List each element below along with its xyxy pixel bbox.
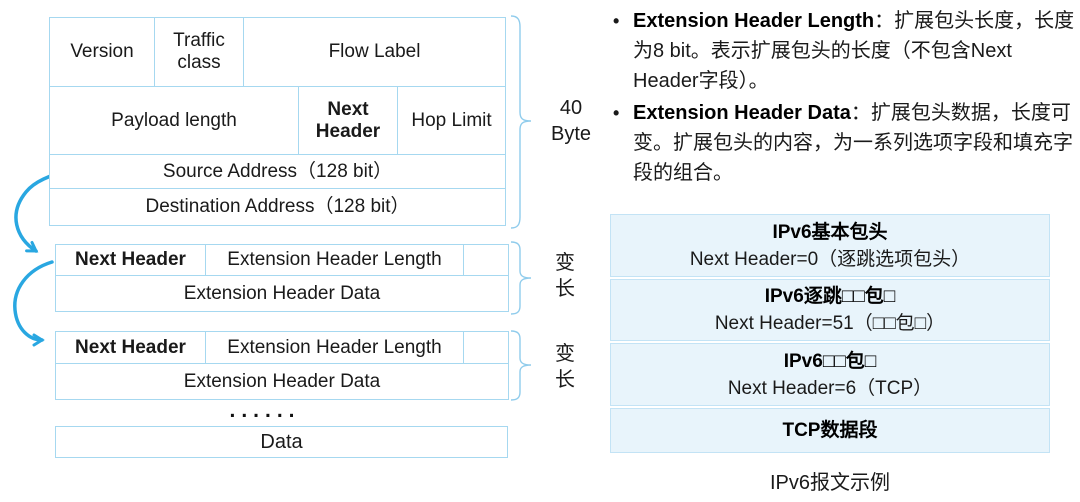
traffic-class-cell: Traffic class bbox=[154, 17, 244, 87]
destination-address-cell: Destination Address（128 bit） bbox=[48, 188, 507, 226]
variable-length-label-1: 变 长 bbox=[555, 252, 575, 300]
ext2-next-header-cell: Next Header bbox=[55, 331, 206, 364]
panel-row-basic-header: IPv6基本包头 Next Header=0（逐跳选项包头） bbox=[610, 214, 1050, 277]
panel-row-subtitle: Next Header=6（TCP） bbox=[727, 377, 933, 399]
source-address-cell: Source Address（128 bit） bbox=[48, 154, 507, 189]
brace-40-byte bbox=[510, 15, 532, 229]
bullet-text: Extension Header Data：扩展包头数据，长度可变。扩展包头的内… bbox=[633, 98, 1075, 188]
payload-length-cell: Payload length bbox=[49, 86, 299, 155]
hop-limit-cell: Hop Limit bbox=[396, 86, 507, 155]
ellipsis-dots: ...... bbox=[229, 399, 301, 422]
ext1-data-cell: Extension Header Data bbox=[55, 275, 509, 312]
ext1-next-header-cell: Next Header bbox=[55, 244, 206, 276]
variable-length-label-2: 变 长 bbox=[555, 343, 575, 391]
ext1-length-cell: Extension Header Length bbox=[205, 244, 464, 276]
extension-header-block-2: Next Header Extension Header Length Exte… bbox=[55, 331, 509, 400]
brace-variable-length-1 bbox=[510, 241, 532, 315]
bullet-extension-header-length: • Extension Header Length：扩展包头长度，长度为8 bi… bbox=[613, 6, 1075, 96]
panel-row-title: IPv6□□包□ bbox=[783, 350, 877, 372]
bullet-desc: ：扩展包头长度，长度为8 bit。表示扩展包头的长度（不包含Next Heade… bbox=[633, 10, 1075, 92]
panel-row-auth-header: IPv6□□包□ Next Header=6（TCP） bbox=[610, 343, 1050, 406]
panel-row-title: IPv6逐跳□□包□ bbox=[764, 286, 896, 307]
bullet-extension-header-data: • Extension Header Data：扩展包头数据，长度可变。扩展包头… bbox=[613, 98, 1075, 188]
panel-row-subtitle: Next Header=51（□□包□） bbox=[714, 313, 946, 334]
ext1-spacer-cell bbox=[463, 244, 509, 276]
bullet-term: Extension Header Data bbox=[633, 102, 851, 124]
bullet-dot-icon: • bbox=[613, 11, 620, 31]
panel-row-title: TCP数据段 bbox=[782, 420, 878, 441]
panel-row-subtitle: Next Header=0（逐跳选项包头） bbox=[689, 248, 971, 270]
panel-row-title: IPv6基本包头 bbox=[772, 221, 888, 243]
ipv6-packet-example-panel: IPv6基本包头 Next Header=0（逐跳选项包头） IPv6逐跳□□包… bbox=[610, 214, 1050, 453]
data-box: Data bbox=[55, 426, 508, 458]
brace-variable-length-2 bbox=[510, 330, 532, 401]
flow-label-cell: Flow Label bbox=[242, 17, 507, 87]
next-header-flow-arrow-2 bbox=[13, 260, 54, 347]
ipv6-basic-header-table: Version Traffic class Flow Label Payload… bbox=[48, 17, 507, 226]
packet-example-caption: IPv6报文示例 bbox=[769, 472, 891, 494]
bullet-desc: ：扩展包头数据，长度可变。扩展包头的内容，为一系列选项字段和填充字段的组合。 bbox=[633, 102, 1073, 184]
bullet-text: Extension Header Length：扩展包头长度，长度为8 bit。… bbox=[633, 6, 1075, 96]
ext2-length-cell: Extension Header Length bbox=[205, 331, 464, 364]
panel-row-tcp-segment: TCP数据段 bbox=[610, 408, 1050, 453]
version-cell: Version bbox=[49, 17, 155, 87]
panel-row-hop-by-hop-header: IPv6逐跳□□包□ Next Header=51（□□包□） bbox=[610, 279, 1050, 341]
bullet-term: Extension Header Length bbox=[633, 10, 875, 32]
next-header-cell: Next Header bbox=[298, 86, 398, 155]
extension-header-block-1: Next Header Extension Header Length Exte… bbox=[55, 244, 509, 312]
ext2-spacer-cell bbox=[463, 331, 509, 364]
bullet-dot-icon: • bbox=[613, 103, 620, 123]
ext2-data-cell: Extension Header Data bbox=[55, 363, 509, 400]
notes-list: • Extension Header Length：扩展包头长度，长度为8 bi… bbox=[613, 6, 1075, 190]
forty-byte-label: 40 Byte bbox=[550, 97, 592, 145]
